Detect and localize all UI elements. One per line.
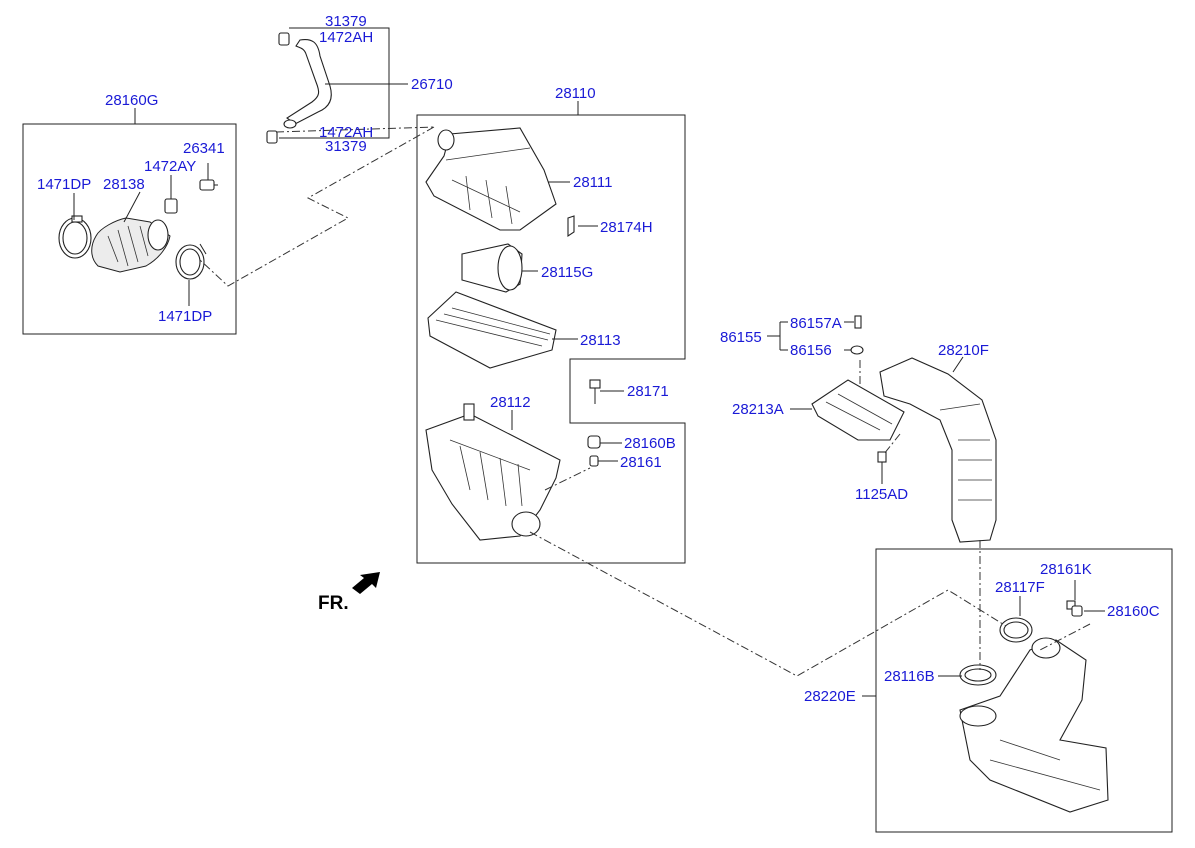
label-28110: 28110 <box>555 85 596 102</box>
label-1472AH-bottom: 1472AH <box>319 124 373 141</box>
label-28116B: 28116B <box>884 668 935 685</box>
label-28161: 28161 <box>620 454 662 471</box>
label-1472AY: 1472AY <box>144 158 196 175</box>
label-26710: 26710 <box>411 76 453 93</box>
group-box-28160G <box>22 123 237 335</box>
label-1125AD: 1125AD <box>855 486 908 503</box>
label-28174H: 28174H <box>600 219 653 236</box>
label-28160G: 28160G <box>105 92 158 109</box>
air-duct-28210F-part <box>879 357 997 543</box>
seal-ring-28116B-part <box>959 664 997 686</box>
resonator-28220E-part <box>959 637 1109 813</box>
label-28138: 28138 <box>103 176 145 193</box>
hose-clamp-left-part <box>58 215 92 259</box>
clip-28174H-part <box>567 215 575 238</box>
air-duct-hose-part <box>91 217 171 273</box>
label-28111: 28111 <box>573 174 613 191</box>
label-28112: 28112 <box>490 394 531 411</box>
label-28160B: 28160B <box>624 435 676 452</box>
label-28160C: 28160C <box>1107 603 1160 620</box>
air-cleaner-body-part <box>425 403 561 541</box>
label-86156: 86156 <box>790 342 832 359</box>
label-86155: 86155 <box>720 329 762 346</box>
label-28113: 28113 <box>580 332 621 349</box>
breather-hose-part <box>266 32 332 144</box>
hose-clamp-right-part <box>175 243 207 280</box>
label-1472AH-top: 1472AH <box>319 29 373 46</box>
grommet-28160B-part <box>587 435 601 449</box>
label-31379-top: 31379 <box>325 13 367 30</box>
label-1471DP-bottom: 1471DP <box>158 308 212 325</box>
bolt-28171-part <box>589 379 601 404</box>
group-box-28220E <box>875 548 1173 833</box>
label-28115G: 28115G <box>541 264 593 281</box>
label-28210F: 28210F <box>938 342 989 359</box>
label-28161K: 28161K <box>1040 561 1092 578</box>
label-28171: 28171 <box>627 383 669 400</box>
collar-28161-part <box>589 455 599 467</box>
label-1471DP-left: 1471DP <box>37 176 91 193</box>
nipple-26341-part <box>199 179 218 191</box>
nut-86156-part <box>850 345 864 355</box>
resonator-28115G-part <box>461 243 523 293</box>
seal-ring-28117F-part <box>999 617 1033 643</box>
grommet-28160C-part <box>1071 605 1083 617</box>
front-arrow-icon <box>352 572 380 594</box>
label-28220E: 28220E <box>804 688 856 705</box>
label-86157A: 86157A <box>790 315 842 332</box>
front-label: FR. <box>318 593 349 614</box>
connector-1472AY-part <box>164 198 178 214</box>
bolt-86157A-part <box>854 315 862 329</box>
air-cleaner-cover-part <box>425 127 557 231</box>
label-28117F: 28117F <box>995 579 1045 596</box>
filter-element-part <box>427 291 557 369</box>
bracket-28213A-part <box>811 379 905 441</box>
label-28213A: 28213A <box>732 401 784 418</box>
group-box-28110 <box>416 114 686 564</box>
label-31379-bottom: 31379 <box>325 138 367 155</box>
bolt-1125AD-part <box>877 451 887 463</box>
front-indicator: FR. <box>318 572 380 614</box>
bolt-28161K-part <box>1066 600 1076 610</box>
label-26341: 26341 <box>183 140 225 157</box>
